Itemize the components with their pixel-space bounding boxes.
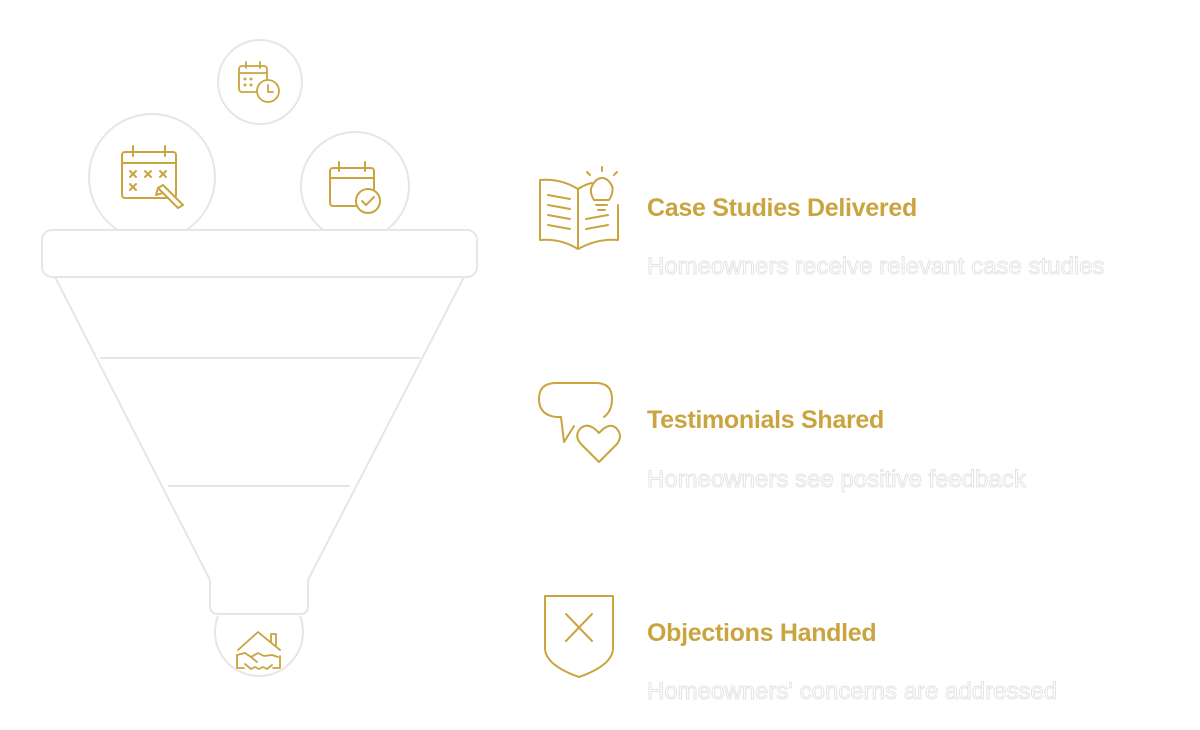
calendar-edit-icon: [121, 145, 184, 209]
speech-heart-icon: [538, 382, 621, 463]
calendar-edit-bubble: [88, 113, 216, 241]
case-studies-title: Case Studies Delivered: [647, 194, 917, 222]
house-handshake-icon: [236, 631, 281, 670]
calendar-clock-icon: [238, 61, 280, 103]
testimonials-description: Homeowners see positive feedback: [647, 466, 1027, 494]
shield-x-icon: [544, 595, 614, 678]
book-lightbulb-icon: [539, 166, 619, 250]
objections-title: Objections Handled: [647, 619, 877, 647]
calendar-clock-bubble: [217, 39, 303, 125]
calendar-check-icon: [329, 161, 381, 214]
calendar-check-bubble: [300, 131, 410, 241]
funnel-body: [54, 276, 465, 615]
case-studies-description: Homeowners receive relevant case studies: [647, 253, 1106, 281]
objections-description: Homeowners' concerns are addressed: [646, 678, 1058, 706]
house-handshake-bubble: [214, 615, 304, 677]
testimonials-title: Testimonials Shared: [647, 406, 884, 434]
funnel-rim: [41, 229, 478, 278]
